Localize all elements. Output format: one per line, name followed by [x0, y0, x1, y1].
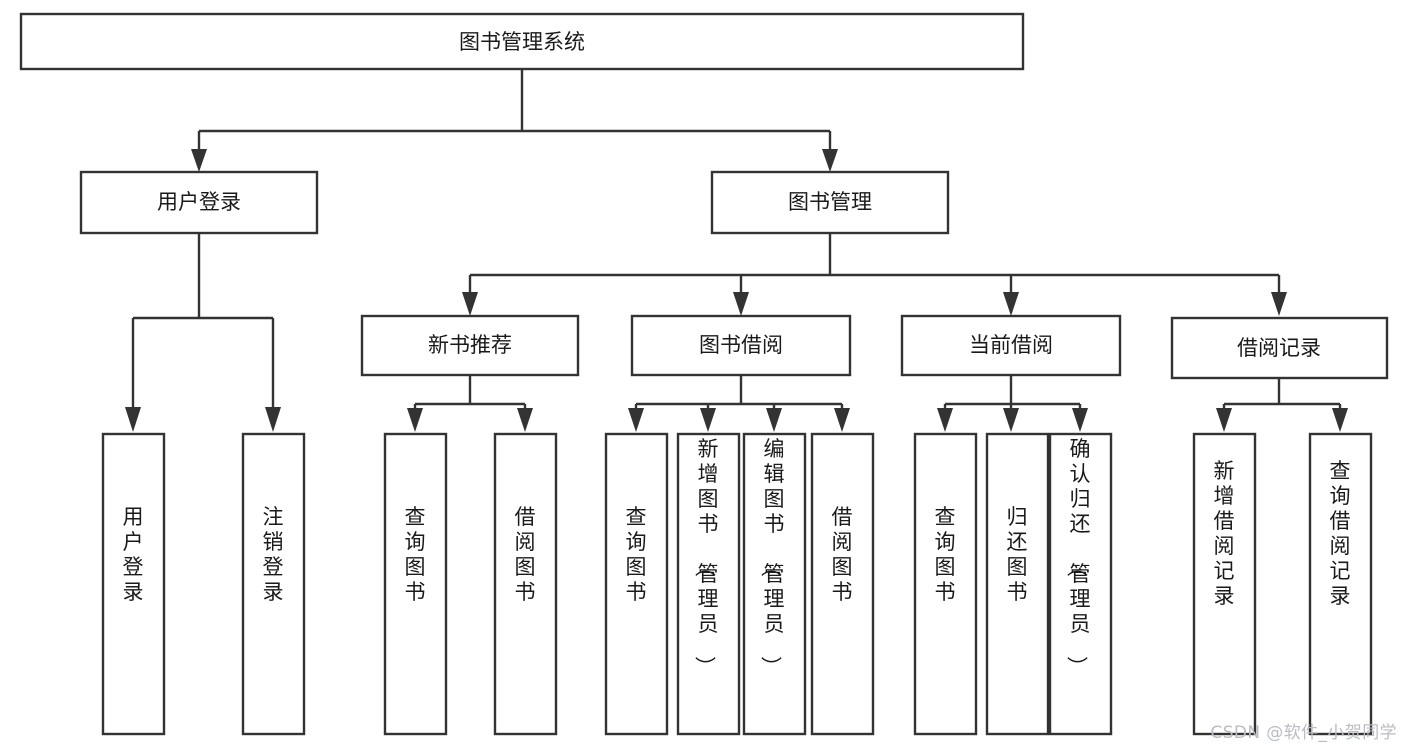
connector-user-login-bus — [131, 233, 275, 409]
arrow-head-book-borrow — [733, 292, 749, 316]
arrow-head-leaf-user-login-0 — [125, 407, 141, 432]
leaf-user-login-1-box[interactable] — [241, 432, 306, 736]
leaf-new-book-rec-1[interactable]: 借阅图书 — [493, 432, 558, 736]
arrow-head-leaf-new-book-1 — [517, 408, 533, 432]
arrow-head-borrow-record — [1271, 292, 1287, 316]
connector-book-manage-bus — [468, 233, 1281, 297]
leaf-new-book-rec-0-label: 查询图书 — [405, 505, 426, 604]
node-new-book-rec[interactable]: 新书推荐 — [360, 314, 580, 377]
leaf-current-borrow-0[interactable]: 查询图书 — [913, 432, 978, 736]
node-user-login-box[interactable] — [79, 170, 319, 235]
leaf-current-borrow-1[interactable]: 归还图书 — [985, 432, 1050, 736]
node-root-label: 图书管理系统 — [459, 30, 585, 54]
node-user-login[interactable]: 用户登录 — [79, 170, 319, 235]
node-current-borrow-label: 当前借阅 — [969, 333, 1053, 357]
leaf-current-borrow-0-label: 查询图书 — [935, 505, 956, 604]
leaf-current-borrow-1-label: 归还图书 — [1007, 505, 1028, 604]
arrow-head-user-login — [191, 149, 207, 172]
leaf-book-borrow-2-box[interactable] — [742, 432, 807, 736]
arrow-head-leaf-user-login-1 — [265, 407, 281, 432]
leaf-user-login-0-box[interactable] — [101, 432, 166, 736]
leaf-book-borrow-2-label: 编辑图书（管理员） — [759, 437, 785, 677]
leaf-new-book-rec-1-label: 借阅图书 — [515, 505, 536, 604]
leaf-book-borrow-3[interactable]: 借阅图书 — [810, 432, 875, 736]
leaf-new-book-rec-1-box[interactable] — [493, 432, 558, 736]
node-borrow-record[interactable]: 借阅记录 — [1170, 316, 1389, 380]
connector-borrow-record-bus — [1222, 378, 1342, 412]
csdn-watermark: CSDN @软件_小贺同学 — [1210, 723, 1397, 743]
leaf-book-borrow-2[interactable]: 编辑图书（管理员） — [742, 432, 807, 736]
node-user-login-label: 用户登录 — [157, 190, 241, 214]
arrow-head-leaf-book-borrow-1 — [700, 408, 716, 432]
node-new-book-rec-box[interactable] — [360, 314, 580, 377]
leaf-borrow-record-1-label: 查询借阅记录 — [1330, 459, 1351, 608]
arrow-head-current-borrow — [1003, 292, 1019, 316]
arrow-head-leaf-book-borrow-3 — [834, 408, 850, 432]
leaf-user-login-1-label: 注销登录 — [263, 505, 284, 604]
arrow-head-book-manage — [822, 149, 838, 172]
leaf-new-book-rec-0[interactable]: 查询图书 — [383, 432, 448, 736]
connectors-layer — [125, 69, 1348, 432]
leaf-book-borrow-0[interactable]: 查询图书 — [604, 432, 669, 736]
arrow-head-leaf-borrow-record-0 — [1216, 408, 1232, 432]
leaf-borrow-record-0-box[interactable] — [1192, 432, 1257, 736]
arrow-head-leaf-new-book-0 — [407, 408, 423, 432]
leaf-book-borrow-0-label: 查询图书 — [626, 505, 647, 604]
leaf-borrow-record-1[interactable]: 查询借阅记录 — [1308, 432, 1373, 736]
leaf-borrow-record-1-box[interactable] — [1308, 432, 1373, 736]
leaf-book-borrow-1-box[interactable] — [676, 432, 741, 736]
leaf-borrow-record-0[interactable]: 新增借阅记录 — [1192, 432, 1257, 736]
node-borrow-record-label: 借阅记录 — [1237, 336, 1321, 360]
leaf-current-borrow-1-box[interactable] — [985, 432, 1050, 736]
node-book-manage[interactable]: 图书管理 — [710, 170, 950, 235]
leaf-current-borrow-2-box[interactable] — [1048, 432, 1113, 736]
connector-book-borrow-bus — [634, 375, 844, 412]
leaf-current-borrow-2-label: 确认归还（管理员） — [1065, 437, 1091, 677]
leaf-book-borrow-3-label: 借阅图书 — [832, 505, 853, 604]
leaf-borrow-record-0-label: 新增借阅记录 — [1214, 459, 1235, 608]
arrow-head-leaf-book-borrow-2 — [766, 408, 782, 432]
leaf-book-borrow-3-box[interactable] — [810, 432, 875, 736]
leaf-user-login-1[interactable]: 注销登录 — [241, 432, 306, 736]
node-root-box[interactable] — [19, 12, 1025, 71]
leaf-book-borrow-1-label: 新增图书（管理员） — [693, 437, 719, 677]
node-current-borrow[interactable]: 当前借阅 — [900, 314, 1122, 377]
arrow-head-leaf-current-borrow-2 — [1072, 408, 1088, 432]
arrow-head-new-book-rec — [462, 292, 478, 316]
leaf-current-borrow-0-box[interactable] — [913, 432, 978, 736]
node-root[interactable]: 图书管理系统 — [19, 12, 1025, 71]
arrow-head-leaf-current-borrow-1 — [1003, 408, 1019, 432]
node-book-manage-label: 图书管理 — [788, 190, 872, 214]
leaf-user-login-0-label: 用户登录 — [123, 505, 144, 604]
node-book-borrow-label: 图书借阅 — [699, 333, 783, 357]
node-book-manage-box[interactable] — [710, 170, 950, 235]
node-book-borrow[interactable]: 图书借阅 — [630, 314, 852, 377]
leaf-book-borrow-0-box[interactable] — [604, 432, 669, 736]
arrow-head-leaf-borrow-record-1 — [1332, 408, 1348, 432]
leaf-user-login-0[interactable]: 用户登录 — [101, 432, 166, 736]
leaf-book-borrow-1[interactable]: 新增图书（管理员） — [676, 432, 741, 736]
arrow-head-leaf-book-borrow-0 — [628, 408, 644, 432]
leaf-current-borrow-2[interactable]: 确认归还（管理员） — [1048, 432, 1113, 736]
node-new-book-rec-label: 新书推荐 — [428, 333, 512, 357]
arrow-head-leaf-current-borrow-0 — [937, 408, 953, 432]
connector-new-book-rec-bus — [413, 375, 527, 412]
node-current-borrow-box[interactable] — [900, 314, 1122, 377]
connector-current-borrow-bus — [943, 375, 1082, 412]
connector-root-bus — [197, 69, 832, 155]
node-book-borrow-box[interactable] — [630, 314, 852, 377]
leaf-new-book-rec-0-box[interactable] — [383, 432, 448, 736]
node-borrow-record-box[interactable] — [1170, 316, 1389, 380]
